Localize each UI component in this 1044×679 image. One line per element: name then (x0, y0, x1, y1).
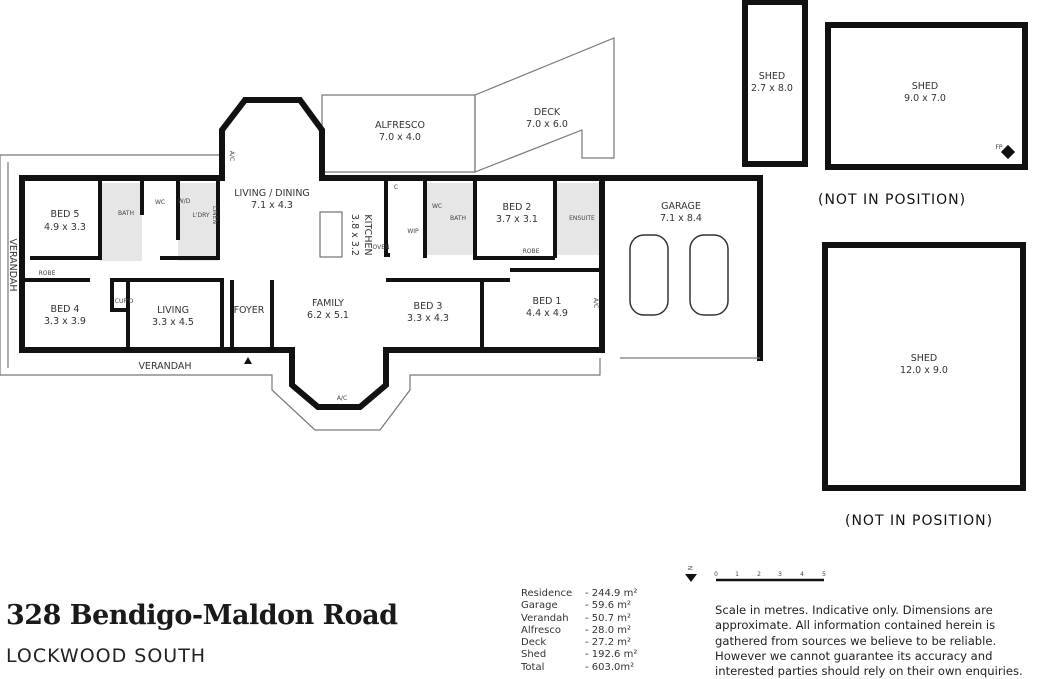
fireplace-icon (1000, 144, 1016, 160)
area-row: Deck- 27.2 m² (521, 637, 631, 649)
room-living-dining-dims: 7.1 x 4.3 (251, 200, 293, 211)
room-family-name: FAMILY (312, 298, 344, 309)
ac-label: A/C (337, 395, 347, 402)
room-bed5-name: BED 5 (51, 209, 80, 220)
room-bed3-name: BED 3 (414, 301, 443, 312)
room-bed5-dims: 4.9 x 3.3 (44, 222, 86, 233)
svg-text:4: 4 (800, 571, 804, 578)
room-bed2-dims: 3.7 x 3.1 (496, 214, 538, 225)
room-shed-large-dims: 12.0 x 9.0 (900, 365, 948, 376)
laundry-label: L'DRY (192, 212, 209, 219)
north-arrow-icon: N (685, 566, 697, 582)
shed-small-walls (742, 0, 808, 167)
room-kitchen-dims: 3.8 x 3.2 (349, 214, 360, 256)
svg-text:3: 3 (778, 571, 782, 578)
wd-label: W/D (178, 198, 191, 205)
area-row: Total- 603.0m² (521, 661, 635, 673)
area-row: Alfresco- 28.0 m² (521, 624, 631, 636)
room-deck-dims: 7.0 x 6.0 (526, 119, 568, 130)
garage-walls (599, 175, 763, 361)
area-row: Garage- 59.6 m² (521, 600, 631, 612)
room-garage-dims: 7.1 x 8.4 (660, 213, 702, 224)
verandah-label: VERANDAH (138, 361, 191, 372)
room-bed4-dims: 3.3 x 3.9 (44, 316, 86, 327)
shed-mid-walls (825, 22, 1028, 170)
area-row: Shed- 192.6 m² (521, 649, 638, 661)
area-summary: Residence- 244.9 m² Garage- 59.6 m² Vera… (521, 588, 645, 674)
room-deck-name: DECK (534, 107, 561, 118)
scale-bar: 0 1 2 3 4 5 (714, 571, 826, 582)
entry-arrow-icon (244, 357, 252, 364)
oven-label: OVEN (372, 244, 389, 251)
svg-text:2: 2 (757, 571, 761, 578)
disclaimer: Scale in metres. Indicative only. Dimens… (715, 603, 1023, 679)
room-wip-name: WIP (407, 228, 419, 235)
svg-text:5: 5 (822, 571, 826, 578)
ac-label: A/C (592, 298, 599, 308)
fp-label: FP (995, 144, 1002, 151)
bath-label: BATH (450, 215, 466, 222)
svg-text:1: 1 (735, 571, 739, 578)
room-alfresco-dims: 7.0 x 4.0 (379, 132, 421, 143)
room-bed2-name: BED 2 (503, 202, 532, 213)
deck-outline (474, 37, 615, 173)
svg-text:0: 0 (714, 571, 718, 578)
room-living-dims: 3.3 x 4.5 (152, 317, 194, 328)
cupboard-label: CUP'D (115, 298, 134, 305)
room-living-name: LIVING (157, 305, 189, 316)
room-shed-small-dims: 2.7 x 8.0 (751, 83, 793, 94)
room-alfresco-name: ALFRESCO (375, 120, 425, 131)
verandah-label-side: VERANDAH (7, 238, 18, 291)
property-address: 328 Bendigo-Maldon Road (6, 600, 398, 631)
car-icon (689, 234, 729, 316)
room-shed-mid-name: SHED (912, 81, 939, 92)
room-bed1-name: BED 1 (533, 296, 562, 307)
not-in-position-note: (NOT IN POSITION) (818, 192, 966, 208)
wc-label: WC (432, 203, 442, 210)
room-family-dims: 6.2 x 5.1 (307, 310, 349, 321)
bath-label: BATH (118, 210, 134, 217)
room-shed-large-name: SHED (911, 353, 938, 364)
svg-text:N: N (686, 566, 693, 571)
linen-label: LINEN (211, 206, 218, 224)
shed-large-walls (822, 242, 1026, 491)
car-icon (629, 234, 669, 316)
robe-label: ROBE (523, 248, 540, 255)
room-garage-name: GARAGE (661, 201, 701, 212)
not-in-position-note: (NOT IN POSITION) (845, 513, 993, 529)
area-row: Verandah- 50.7 m² (521, 612, 631, 624)
room-shed-small-name: SHED (759, 71, 786, 82)
room-ensuite-name: ENSUITE (569, 215, 595, 222)
room-kitchen-name: KITCHEN (362, 214, 373, 255)
room-living-dining-name: LIVING / DINING (234, 188, 310, 199)
robe-label: ROBE (39, 270, 56, 277)
room-foyer-name: FOYER (234, 305, 265, 316)
exterior-walls (19, 97, 605, 410)
wc-label: WC (155, 199, 165, 206)
room-bed1-dims: 4.4 x 4.9 (526, 308, 568, 319)
room-bed4-name: BED 4 (51, 304, 80, 315)
property-suburb: LOCKWOOD SOUTH (6, 645, 207, 667)
verandah-outline (0, 154, 601, 431)
room-bed3-dims: 3.3 x 4.3 (407, 313, 449, 324)
area-row: Residence- 244.9 m² (521, 588, 638, 599)
c-label: C (394, 184, 398, 191)
ac-label: A/C (228, 151, 235, 161)
room-shed-mid-dims: 9.0 x 7.0 (904, 93, 946, 104)
